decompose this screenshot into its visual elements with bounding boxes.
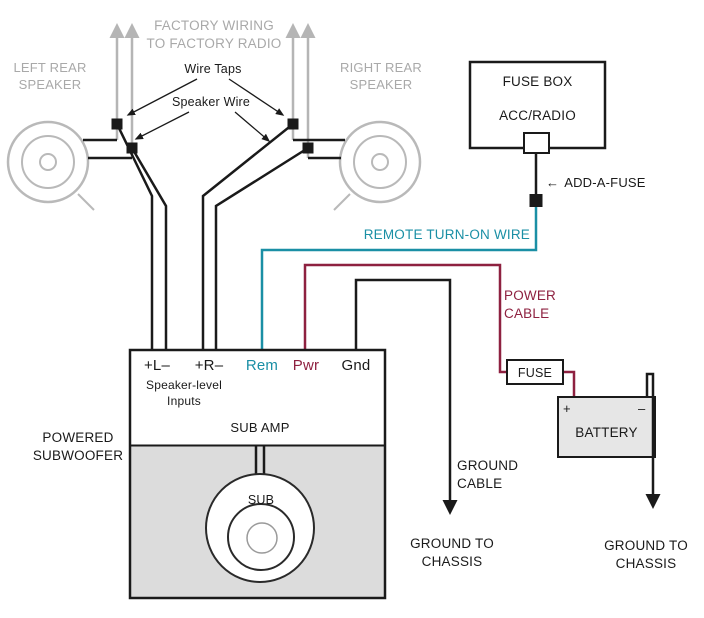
remote-turn-on-wire [260,207,538,350]
battery-label: BATTERY [575,425,638,440]
wire-tap [287,118,299,130]
left-rear-speaker-icon [6,120,95,211]
add-a-fuse-label: ← ADD-A-FUSE [546,174,646,191]
speaker-wire-to-amp [214,146,309,351]
ground-wires [354,278,661,515]
wire-taps [111,118,314,154]
wire-taps-label: Wire Taps [184,62,242,76]
add-a-fuse-text: ADD-A-FUSE [564,175,646,190]
battery-ground-wire [645,372,661,509]
terminal-power: Pwr [292,357,320,374]
right-rear-speaker-label: RIGHT REAR SPEAKER [340,60,422,93]
power-cable-wire [303,263,506,374]
battery-minus-terminal: – [638,401,646,416]
wire-taps-arrow [228,78,285,116]
terminal-ground: Gnd [341,357,371,374]
add-a-fuse-connector [529,194,543,207]
sub-speaker-icon [205,473,315,583]
ground-to-chassis-left-label: GROUND TO CHASSIS [410,536,494,569]
powered-subwoofer-box [128,348,387,600]
wire-taps-arrow [126,78,198,116]
speaker-wire-arrow [234,111,271,142]
left-arrow-icon: ← [546,175,560,190]
acc-radio-label: ACC/RADIO [499,108,576,123]
speaker-wire-arrow [134,111,190,140]
sub-amp-label: SUB AMP [230,420,290,435]
left-rear-speaker-label: LEFT REAR SPEAKER [13,60,87,93]
fuse-box-title: FUSE BOX [502,74,573,89]
wire-tap [111,118,123,130]
inline-fuse-box [506,359,564,385]
terminal-right-input: +R– [194,357,224,374]
speaker-wire-to-amp [201,123,294,351]
sub-wires [254,446,266,475]
annotation-arrows [126,78,285,142]
terminal-left-input: +L– [143,357,171,374]
ground-to-chassis-right-label: GROUND TO CHASSIS [604,538,688,571]
wire-tap [126,142,138,154]
ground-cable-label: GROUND CABLE [457,458,519,491]
acc-radio-slot [523,132,550,154]
power-cable-label: POWER CABLE [504,288,557,321]
speaker-level-inputs-label: Speaker-level Inputs [146,378,222,408]
amp-ground-wire [354,278,458,515]
battery-plus-terminal: + [563,401,571,416]
fuse-label: FUSE [517,366,553,380]
right-rear-speaker-icon [333,120,422,211]
speaker-wire-label: Speaker Wire [171,95,251,109]
speaker-wire-to-amp [130,147,168,351]
powered-subwoofer-label: POWERED SUBWOOFER [32,430,124,463]
wire-tap [302,142,314,154]
battery-box [557,396,656,458]
terminal-remote: Rem [245,357,279,374]
remote-turn-on-label: REMOTE TURN-ON WIRE [363,227,530,242]
power-cable-wire [564,370,576,396]
sub-label: SUB [247,493,275,507]
factory-wiring-label: FACTORY WIRING TO FACTORY RADIO [146,18,282,51]
speaker-wires [83,123,345,351]
